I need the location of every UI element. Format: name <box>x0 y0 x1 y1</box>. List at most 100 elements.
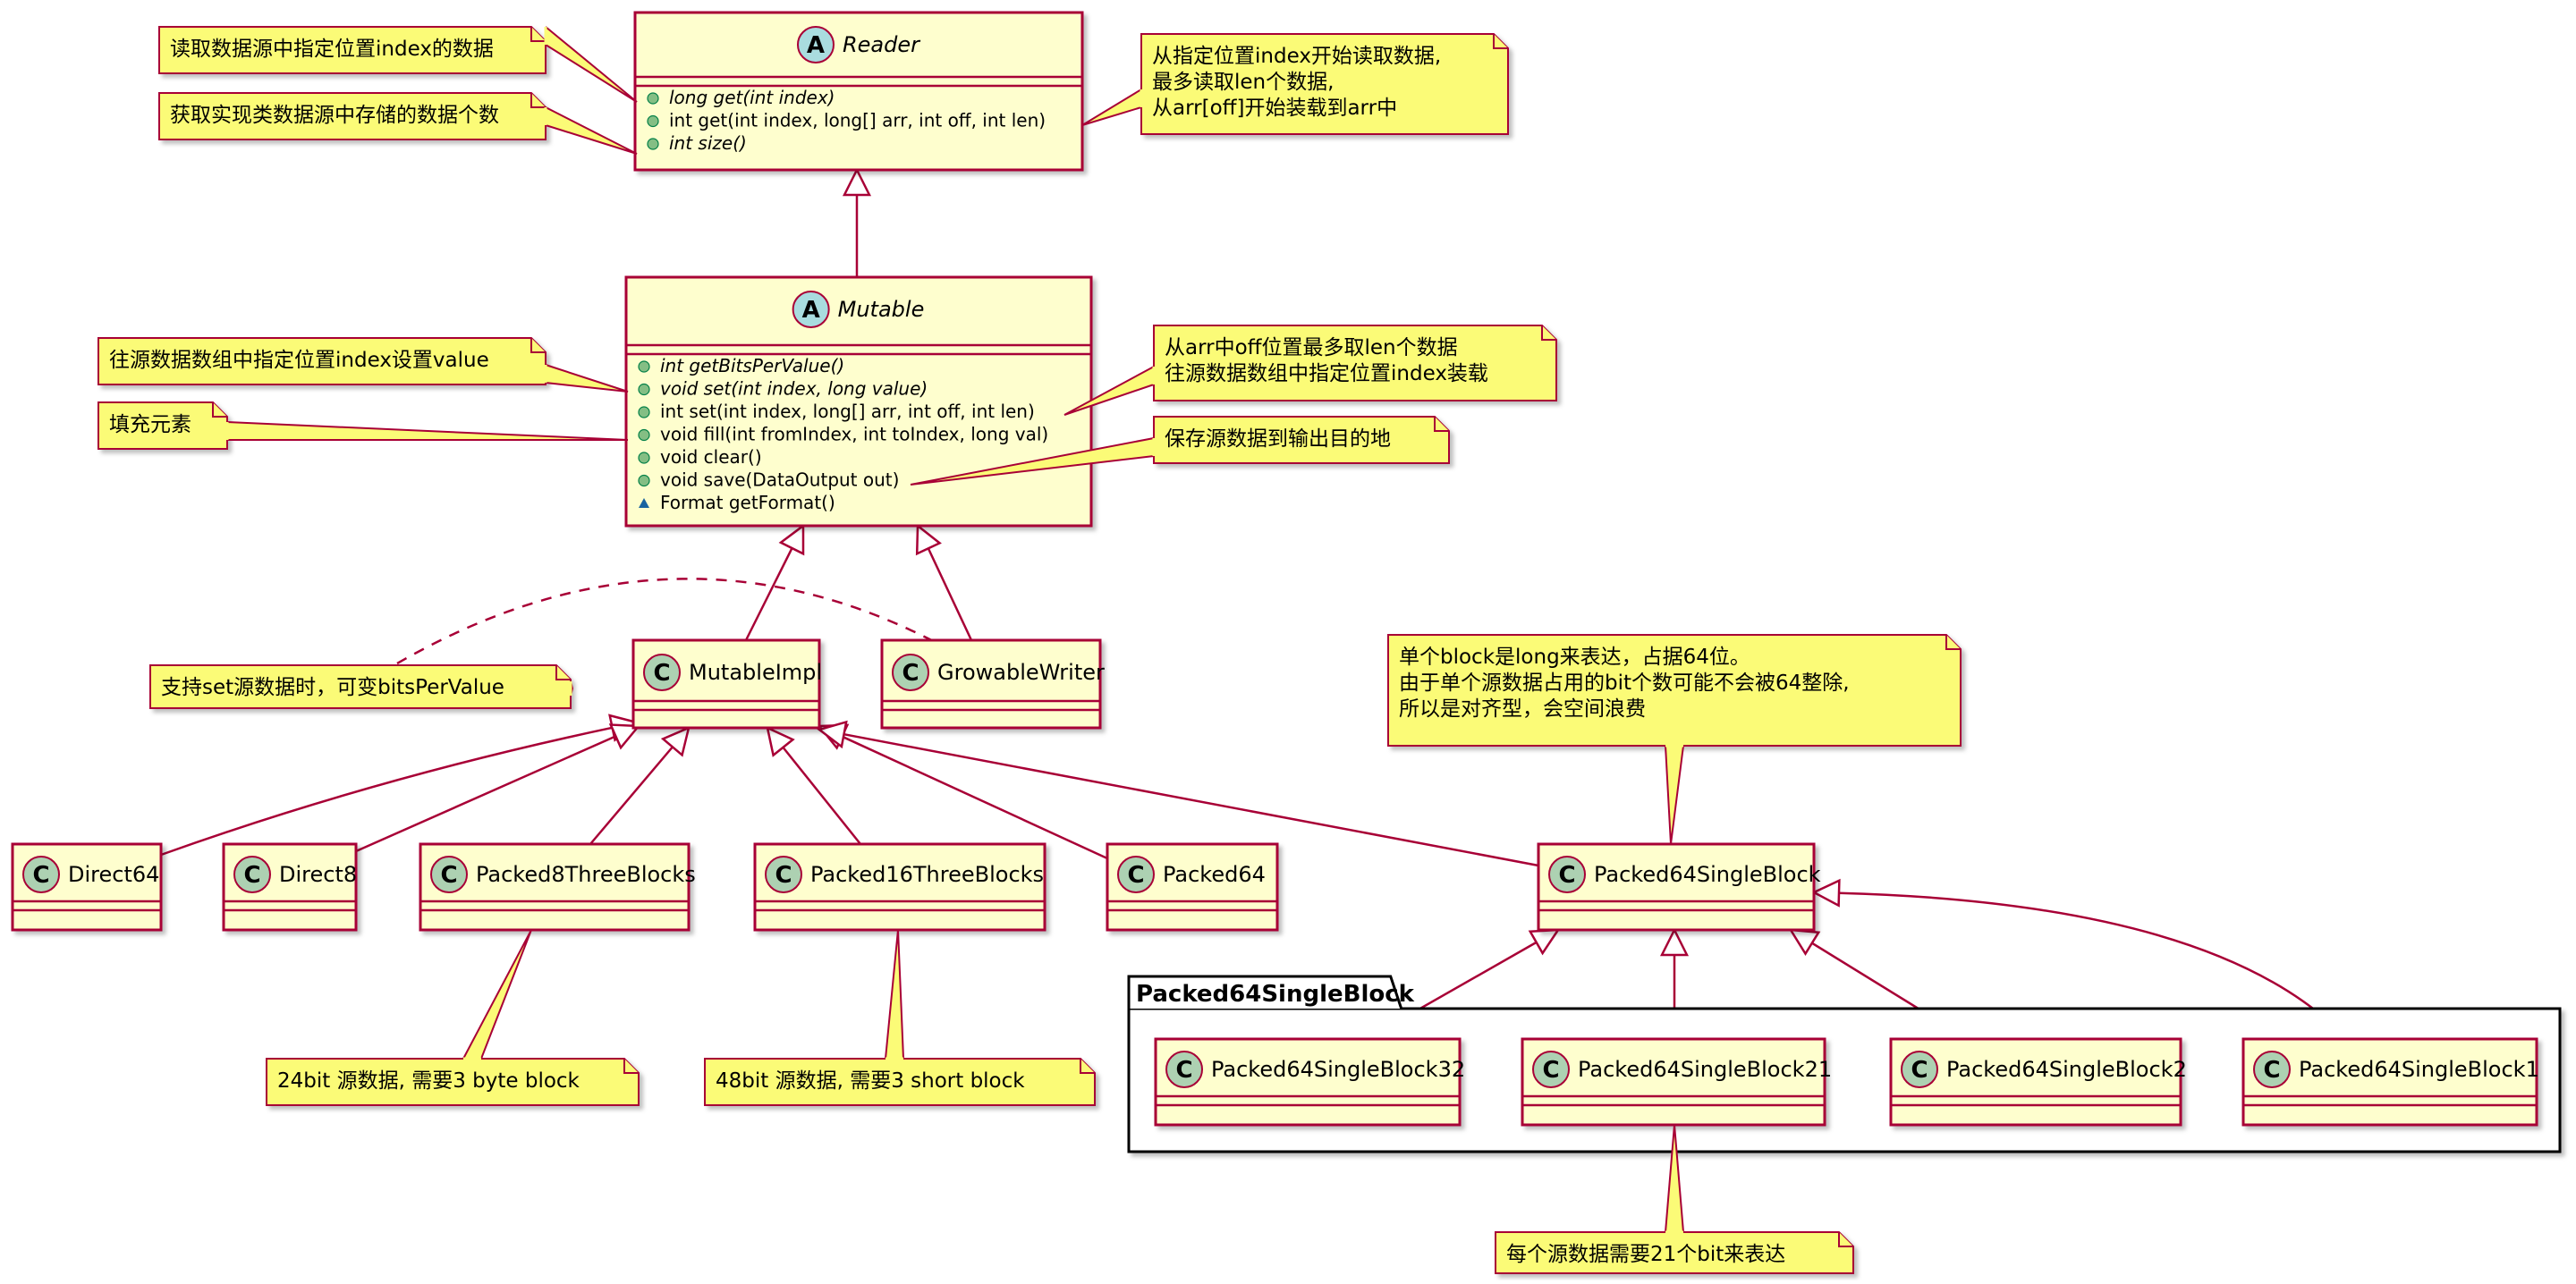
stereotype-letter: C <box>32 862 49 889</box>
note-packed8: 24bit 源数据, 需要3 byte block <box>266 929 640 1106</box>
edge-direct64-mutableimpl <box>160 714 640 857</box>
class-member: long get(int index) <box>669 87 835 108</box>
class-name: Packed64SingleBlock <box>1594 862 1821 887</box>
stereotype-letter: C <box>775 862 792 889</box>
public-visibility-icon <box>638 360 650 373</box>
note-box <box>266 1058 640 1106</box>
class-name: Mutable <box>838 297 925 322</box>
class-packed64-single-block2: C Packed64SingleBlock2 <box>1889 1037 2187 1127</box>
stereotype-letter: C <box>1542 1057 1559 1084</box>
public-visibility-icon <box>647 114 659 128</box>
note-fold <box>530 338 546 353</box>
stereotype-letter: C <box>1911 1057 1928 1084</box>
note-fold <box>1945 635 1961 650</box>
note-line: 从指定位置index开始读取数据, <box>1152 45 1441 68</box>
class-icon <box>22 856 60 893</box>
note-line: 从arr中off位置最多取len个数据 <box>1165 336 1458 359</box>
note-mutable-impl: 支持set源数据时，可变bitsPerValue <box>149 664 574 709</box>
note-connector <box>910 437 1155 486</box>
note-fold <box>530 27 546 42</box>
dashed-note-link <box>396 578 953 665</box>
class-box <box>1889 1037 2182 1127</box>
class-member: int getBitsPerValue() <box>660 355 844 376</box>
class-box <box>753 842 1046 932</box>
class-name: Packed64SingleBlock1 <box>2299 1057 2539 1082</box>
class-name: Direct64 <box>68 862 159 887</box>
inheritance-arrowhead <box>1788 928 1821 956</box>
class-name: GrowableWriter <box>937 660 1105 685</box>
class-box <box>633 11 1084 172</box>
note-reader-size: 获取实现类数据源中存储的数据个数 <box>158 92 638 155</box>
note-connector <box>885 929 904 1060</box>
class-name: Packed64SingleBlock2 <box>1946 1057 2187 1082</box>
note-connector <box>462 929 532 1060</box>
public-visibility-icon <box>638 428 650 442</box>
stereotype-letter: C <box>1127 862 1144 889</box>
note-line: 所以是对齐型，会空间浪费 <box>1399 697 1646 721</box>
stereotype-letter: C <box>1558 862 1575 889</box>
public-visibility-icon <box>638 383 650 396</box>
note-line: 48bit 源数据, 需要3 short block <box>716 1069 1025 1093</box>
note-fold <box>1434 417 1449 432</box>
note-fold <box>530 93 546 108</box>
note-connector <box>545 364 629 393</box>
class-icon <box>892 654 929 691</box>
class-box <box>2241 1037 2538 1127</box>
note-box <box>1387 634 1962 747</box>
class-icon <box>643 654 681 691</box>
inheritance-line <box>589 746 674 845</box>
note-mutable-fill: 填充元素 <box>97 401 629 450</box>
class-member: void clear() <box>660 446 762 468</box>
public-visibility-icon <box>647 92 659 105</box>
edge-mutable-reader <box>842 167 872 277</box>
note-line: 由于单个源数据占用的bit个数可能不会被64整除, <box>1399 672 1850 695</box>
public-visibility-icon <box>638 474 650 487</box>
class-name: MutableImpl <box>689 660 822 685</box>
note-connector <box>545 26 638 103</box>
class-icon <box>1532 1051 1570 1088</box>
note-line: 每个源数据需要21个bit来表达 <box>1506 1243 1785 1266</box>
note-reader-get: 读取数据源中指定位置index的数据 <box>158 26 638 103</box>
inheritance-line <box>1838 891 2348 1040</box>
package-tab <box>1127 975 1403 1009</box>
note-fold <box>212 402 227 418</box>
note-reader-get-range: 从指定位置index开始读取数据,最多读取len个数据,从arr[off]开始装… <box>1081 33 1509 135</box>
note-connector <box>1665 1124 1684 1233</box>
class-box <box>624 275 1093 528</box>
class-icon <box>430 856 468 893</box>
class-name: Packed8ThreeBlocks <box>476 862 696 887</box>
note-line: 保存源数据到输出目的地 <box>1165 427 1391 451</box>
note-box <box>158 26 547 74</box>
edge-packed64-mutableimpl <box>817 723 1108 860</box>
public-visibility-icon <box>647 138 659 150</box>
abstract-class-icon <box>792 291 830 328</box>
inheritance-arrowhead <box>1811 878 1841 908</box>
class-box <box>880 638 1102 730</box>
note-mutable-save: 保存源数据到输出目的地 <box>910 416 1450 486</box>
relationship-edges <box>160 167 2348 1041</box>
class-icon <box>233 856 271 893</box>
class-name: Direct8 <box>279 862 357 887</box>
edge-growablewriter-mutable <box>915 523 973 641</box>
note-fold <box>623 1059 639 1074</box>
note-mutable-set: 往源数据数组中指定位置index设置value <box>97 337 629 393</box>
edge-packed64singleblock-mutableimpl <box>817 720 1539 867</box>
note-connector <box>1063 366 1155 416</box>
note-fold <box>555 665 571 680</box>
class-name: Packed64SingleBlock32 <box>1211 1057 1465 1082</box>
edge-mutableimpl-mutable <box>744 523 805 641</box>
note-fold <box>1838 1232 1853 1247</box>
note-line: 往源数据数组中指定位置index设置value <box>109 349 489 372</box>
class-box <box>1537 842 1816 932</box>
note-line: 获取实现类数据源中存储的数据个数 <box>170 104 499 127</box>
edge-packed16-mutableimpl <box>766 725 861 845</box>
class-member: int size() <box>669 132 747 154</box>
note-box <box>704 1058 1096 1106</box>
